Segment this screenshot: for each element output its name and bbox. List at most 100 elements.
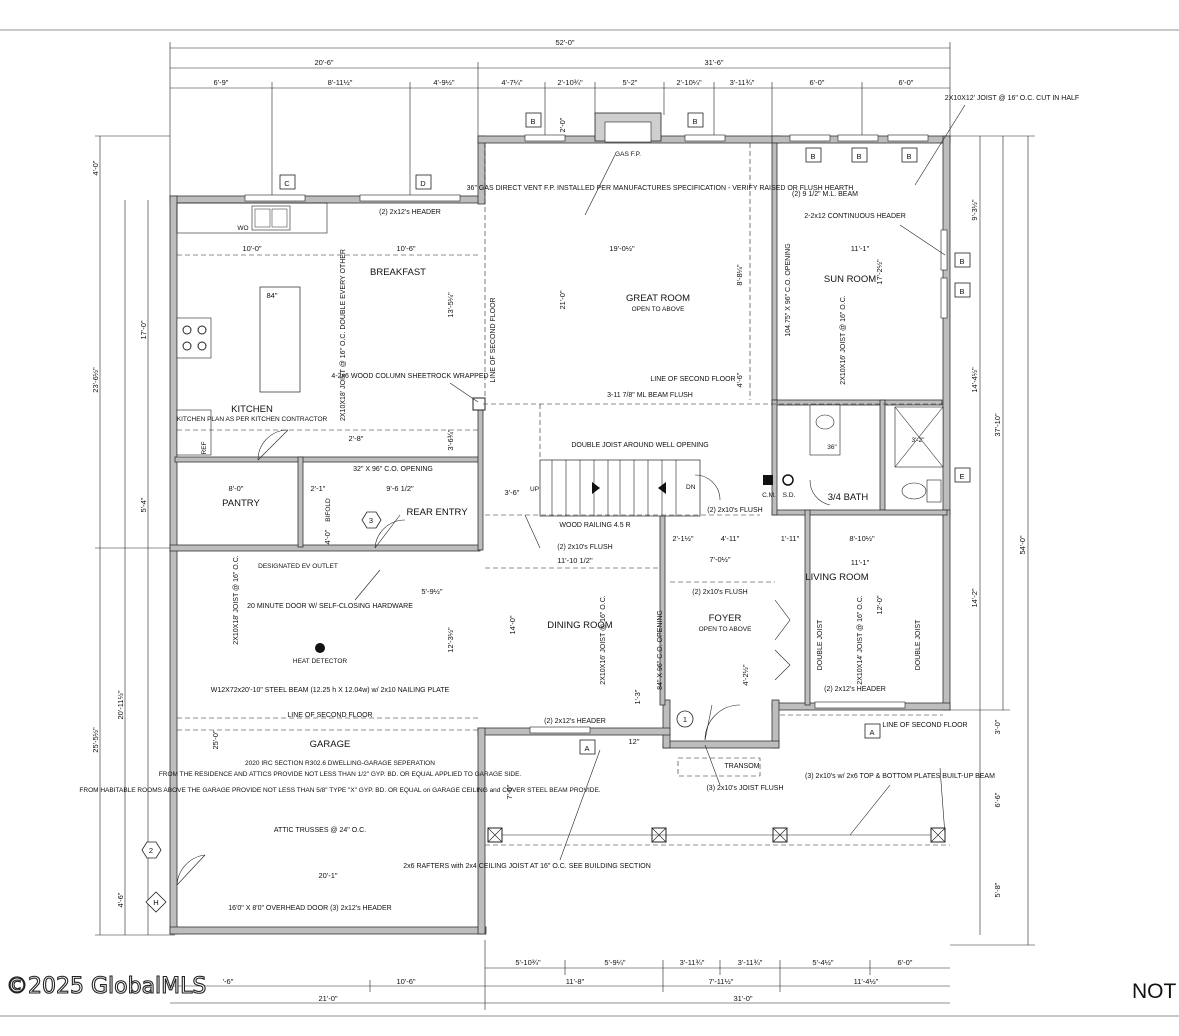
kitchen-note: KITCHEN PLAN AS PER KITCHEN CONTRACTOR <box>177 416 328 423</box>
svg-text:3'-6¾": 3'-6¾" <box>446 429 455 451</box>
svg-text:6'-0": 6'-0" <box>898 958 913 967</box>
note-ml-beam: (2) 9 1/2" M.L. BEAM <box>792 191 858 198</box>
note-double-joist: DOUBLE JOIST AROUND WELL OPENING <box>571 442 708 449</box>
svg-text:7'-0½": 7'-0½" <box>709 555 731 564</box>
svg-text:9'-3½": 9'-3½" <box>970 199 979 221</box>
note-second-floor-v: LINE OF SECOND FLOOR <box>490 297 497 382</box>
svg-text:8'-10½": 8'-10½" <box>849 534 875 543</box>
ref-label: REF <box>201 441 208 454</box>
dim-right-mid: 37'-10" <box>993 413 1002 437</box>
svg-text:6'-0": 6'-0" <box>810 78 825 87</box>
svg-text:10'-0": 10'-0" <box>242 244 261 253</box>
svg-text:5'-2": 5'-2" <box>623 78 638 87</box>
svg-text:3: 3 <box>369 516 373 525</box>
svg-text:1: 1 <box>683 715 687 724</box>
note-wood-column: 4-2x6 WOOD COLUMN SHEETROCK WRAPPED <box>331 373 488 380</box>
posts <box>472 397 946 843</box>
svg-text:25'-0": 25'-0" <box>211 730 220 749</box>
svg-text:3'-11¾": 3'-11¾" <box>680 958 705 967</box>
svg-text:13'-5¼": 13'-5¼" <box>446 292 455 318</box>
note-rafters: 2x6 RAFTERS with 2x4 CEILING JOIST AT 16… <box>403 863 651 870</box>
svg-text:11'-8": 11'-8" <box>566 977 585 986</box>
note-co-opening-pantry: 32" X 96" C.O. OPENING <box>353 466 433 473</box>
note-double-joist-r: DOUBLE JOIST <box>915 619 922 670</box>
note-header-living: (2) 2x12's HEADER <box>824 686 886 693</box>
leader-lines <box>354 104 966 861</box>
svg-text:8'-8¼": 8'-8¼" <box>735 264 744 286</box>
svg-text:B: B <box>530 117 535 126</box>
dim-left-lower: 25'-5½" <box>91 727 100 753</box>
dim-top-left: 20'-6" <box>314 58 333 67</box>
note-flush-2x10-b: (2) 2x10's FLUSH <box>707 507 762 514</box>
dim-left-upper: 23'-6½" <box>91 367 100 393</box>
note-attic-trusses: ATTIC TRUSSES @ 24" O.C. <box>274 827 366 834</box>
room-pantry: PANTRY <box>222 498 260 509</box>
heat-detector-icon <box>315 643 325 653</box>
top-dimension-lines <box>169 42 951 200</box>
vanity-size: 36" <box>827 444 837 451</box>
svg-text:17'-0": 17'-0" <box>139 320 148 339</box>
dim-right-total: 54'-0" <box>1018 535 1027 554</box>
svg-text:3'-6": 3'-6" <box>505 488 520 497</box>
svg-text:D: D <box>420 179 426 188</box>
fireplace <box>594 112 662 143</box>
note-second-floor-living: LINE OF SECOND FLOOR <box>882 722 967 729</box>
dashed-lines <box>177 143 950 846</box>
svg-text:6'-9": 6'-9" <box>214 78 229 87</box>
svg-text:6'-6": 6'-6" <box>993 792 1002 807</box>
wo-label: WO <box>237 225 248 232</box>
room-kitchen: KITCHEN <box>231 404 273 415</box>
room-great-room: GREAT ROOM <box>626 293 690 304</box>
doors <box>176 429 831 886</box>
svg-text:6'-0": 6'-0" <box>899 78 914 87</box>
note-joist-garage: 2X10X18' JOIST @ 16" O.C. <box>233 555 240 644</box>
svg-text:B: B <box>810 152 815 161</box>
note-built-up-beam: (3) 2x10's w/ 2x6 TOP & BOTTOM PLATES BU… <box>805 773 995 780</box>
exterior-walls <box>169 135 951 935</box>
note-transom: TRANSOM <box>725 763 760 770</box>
svg-text:11'-1": 11'-1" <box>851 244 870 253</box>
left-dimension-lines <box>95 135 175 936</box>
svg-text:1'-11": 1'-11" <box>781 534 800 543</box>
svg-text:4'-6": 4'-6" <box>116 892 125 907</box>
note-steel-beam: W12X72x20'-10" STEEL BEAM (12.25 h X 12.… <box>211 687 450 694</box>
top-dim-texts: 6'-9" 8'-11½" 4'-9½" 4'-7¼" 2'-10¾" 5'-2… <box>214 78 914 87</box>
copyright-watermark: ©2025 GlobalMLS <box>5 973 207 999</box>
svg-text:B: B <box>959 257 964 266</box>
svg-text:3'-11¾": 3'-11¾" <box>738 958 763 967</box>
note-irc-title: 2020 IRC SECTION R302.6 DWELLING-GARAGE … <box>245 760 435 767</box>
svg-text:2'-8": 2'-8" <box>349 434 364 443</box>
staircase <box>539 459 701 517</box>
bath-fixtures <box>763 404 944 503</box>
room-dining: DINING ROOM <box>547 620 613 631</box>
svg-text:8'-11½": 8'-11½" <box>328 78 353 87</box>
svg-text:11'-1": 11'-1" <box>851 558 870 567</box>
svg-text:5'-9½": 5'-9½" <box>421 587 443 596</box>
note-joist-top: 2X10X12' JOIST @ 16" O.C. CUT IN HALF <box>945 95 1079 102</box>
svg-text:14'-2": 14'-2" <box>970 588 979 607</box>
svg-text:4'-6": 4'-6" <box>735 372 744 387</box>
dim-total-width: 52'-0" <box>555 38 574 47</box>
room-sun-room: SUN ROOM <box>824 274 876 285</box>
svg-text:2'-10¼": 2'-10¼" <box>676 78 702 87</box>
svg-text:14'-0": 14'-0" <box>508 615 517 634</box>
svg-text:4'-2½": 4'-2½" <box>741 664 750 686</box>
door-tags: 1 2 3 H <box>141 511 694 913</box>
svg-text:5'-4": 5'-4" <box>139 497 148 512</box>
svg-text:4'-0": 4'-0" <box>91 160 100 175</box>
sd-label: S.D. <box>783 492 796 499</box>
note-co-opening-sun: 104.75" X 96" C.O. OPENING <box>785 243 792 336</box>
svg-text:7'-11½": 7'-11½" <box>709 977 734 986</box>
svg-text:9'-6 1/2": 9'-6 1/2" <box>386 484 414 493</box>
svg-text:10'-6": 10'-6" <box>396 977 415 986</box>
svg-text:11'-4½": 11'-4½" <box>854 977 879 986</box>
svg-text:2'-1": 2'-1" <box>311 484 326 493</box>
svg-text:2'-10¾": 2'-10¾" <box>557 78 583 87</box>
svg-text:7'-6": 7'-6" <box>505 784 514 799</box>
right-dimension-lines <box>950 135 1035 946</box>
svg-text:2'-0": 2'-0" <box>558 117 567 132</box>
svg-text:2: 2 <box>149 846 153 855</box>
windows <box>244 134 948 734</box>
svg-text:B: B <box>906 152 911 161</box>
svg-text:B: B <box>856 152 861 161</box>
